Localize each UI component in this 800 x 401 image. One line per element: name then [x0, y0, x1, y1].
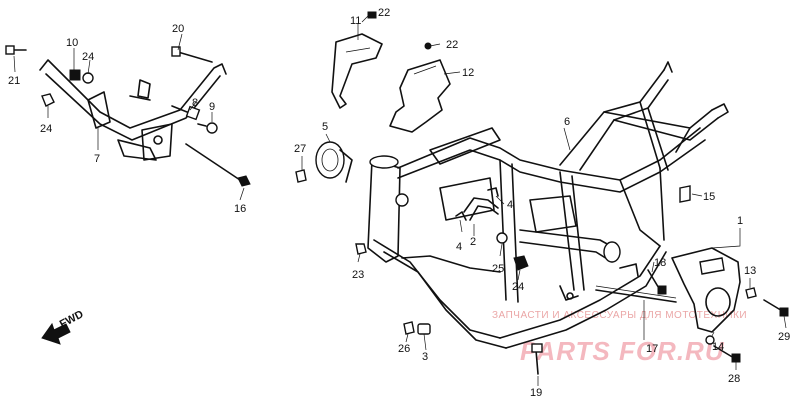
callout-27: 27 — [294, 143, 306, 155]
callout-24b: 24 — [40, 123, 52, 135]
callout-22b: 22 — [446, 39, 458, 51]
callout-22a: 22 — [378, 7, 390, 19]
main-frame — [367, 61, 729, 349]
nut-9 — [197, 122, 218, 134]
callout-5: 5 — [322, 121, 328, 133]
callout-20: 20 — [172, 23, 184, 35]
callout-24c: 24 — [512, 281, 524, 293]
callout-15: 15 — [703, 191, 715, 203]
callout-28: 28 — [728, 373, 740, 385]
callout-4a: 4 — [456, 241, 462, 253]
callout-17: 17 — [646, 343, 658, 355]
watermark-text: ЗАПЧАСТИ И АКСЕССУАРЫ ДЛЯ МОТОТЕХНИКИ — [492, 310, 747, 321]
forward-arrow-icon — [41, 322, 71, 345]
callout-2: 2 — [470, 236, 476, 248]
callout-12: 12 — [462, 67, 474, 79]
callout-9: 9 — [209, 101, 215, 113]
bolt-18 — [647, 269, 667, 295]
bolt-19 — [531, 343, 543, 375]
side-cover-1 — [671, 247, 741, 333]
callout-19: 19 — [530, 387, 542, 399]
forward-label: FWD — [58, 308, 86, 330]
bolt-20 — [171, 46, 213, 63]
callout-25: 25 — [492, 263, 504, 275]
callout-numbers: 1 2 3 4 4 5 6 7 8 9 10 11 12 13 14 15 16… — [8, 7, 790, 399]
callout-1: 1 — [737, 215, 743, 227]
engine-hanger-assembly — [39, 59, 227, 161]
callout-13: 13 — [744, 265, 756, 277]
callout-11: 11 — [350, 15, 361, 27]
horn-5 — [315, 141, 353, 183]
watermark-logo: PARTS FOR.RU — [520, 336, 725, 366]
plug-3 — [417, 323, 431, 335]
nut-24-left — [41, 93, 55, 107]
nut-14 — [705, 335, 715, 345]
nut-24-lower — [513, 255, 529, 271]
callout-21: 21 — [8, 75, 20, 87]
cover-12 — [389, 42, 451, 133]
bolt-17 — [595, 285, 677, 303]
callout-29: 29 — [778, 331, 790, 343]
nut-25 — [496, 232, 508, 244]
hose-2 — [463, 197, 499, 221]
callout-16: 16 — [234, 203, 246, 215]
bolt-29 — [763, 299, 789, 317]
callout-7: 7 — [94, 153, 100, 165]
callout-14: 14 — [712, 341, 724, 353]
washer-26 — [403, 321, 415, 335]
callout-10: 10 — [66, 37, 78, 49]
label-15 — [679, 185, 691, 203]
bolt-16 — [185, 143, 251, 187]
callout-8: 8 — [192, 97, 198, 109]
callout-24a: 24 — [82, 51, 94, 63]
bolt-27 — [295, 169, 307, 183]
callout-18: 18 — [654, 257, 666, 269]
callout-23: 23 — [352, 269, 364, 281]
leader-lines — [13, 13, 787, 386]
nut-23 — [355, 243, 367, 255]
callout-26: 26 — [398, 343, 410, 355]
bolt-13 — [745, 287, 757, 299]
clip-4-right — [487, 187, 499, 197]
callout-3: 3 — [422, 351, 428, 363]
callout-6: 6 — [564, 116, 570, 128]
clip-4-left — [455, 211, 467, 221]
callout-4b: 4 — [507, 199, 513, 211]
bolt-21 — [5, 45, 27, 55]
bushing-10 — [69, 69, 94, 84]
